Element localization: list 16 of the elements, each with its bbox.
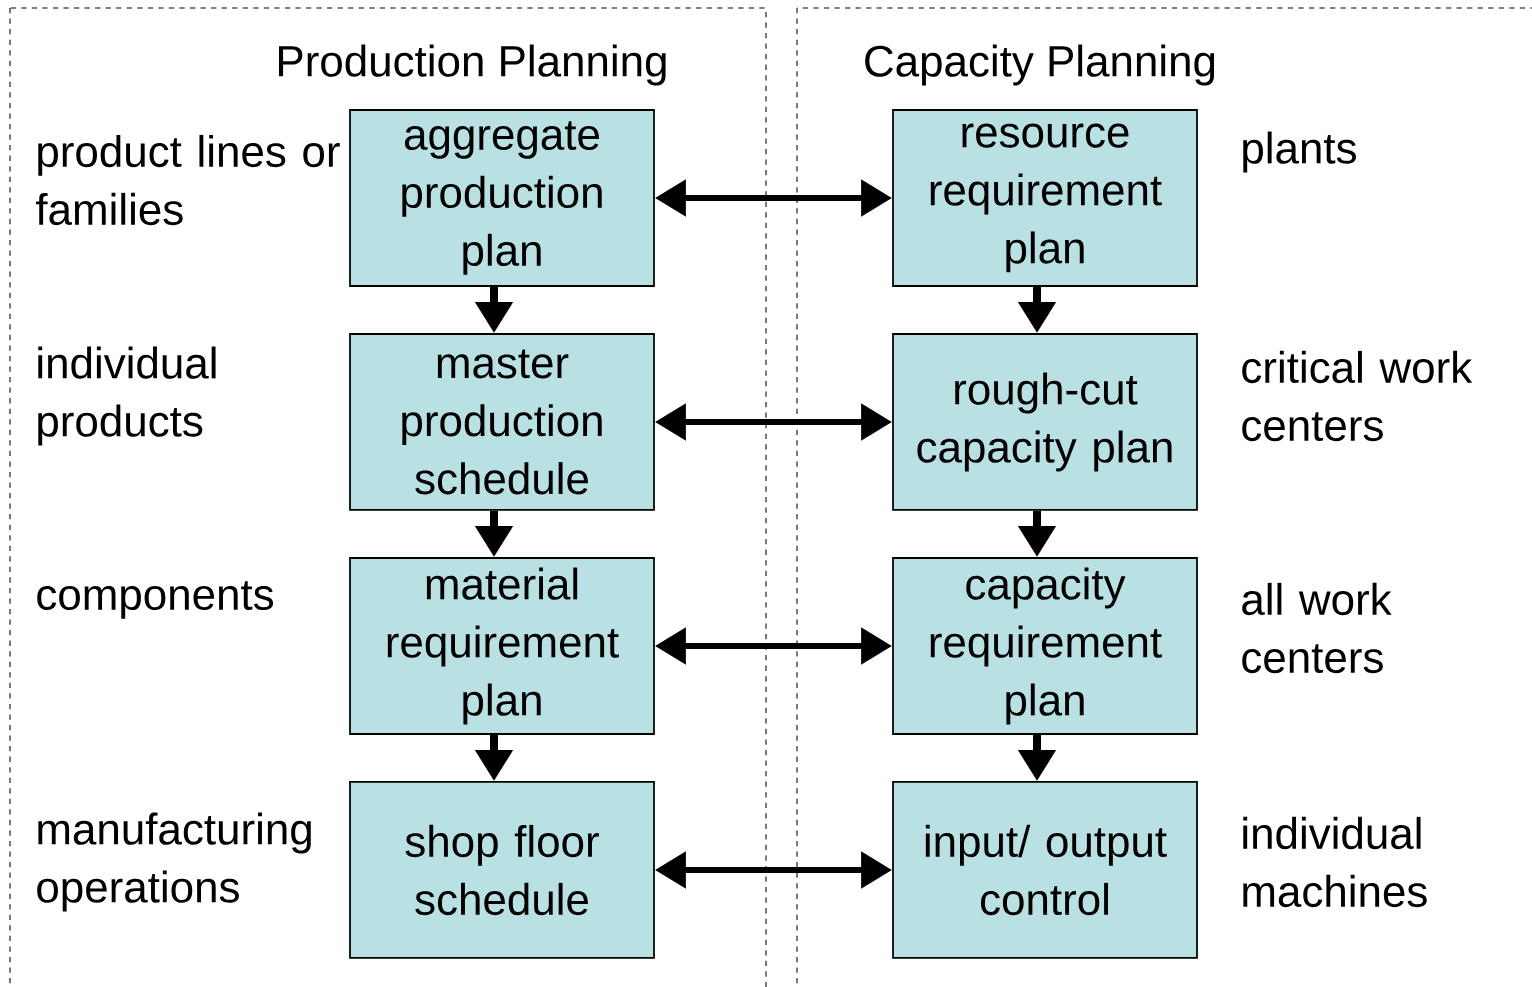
process-box: resource requirement plan — [892, 109, 1198, 287]
process-box: capacity requirement plan — [892, 557, 1198, 735]
side-label: components — [37, 581, 274, 619]
process-box: rough-cut capacity plan — [892, 333, 1198, 511]
side-label: plants — [1243, 131, 1356, 173]
process-box: aggregate production plan — [349, 109, 655, 287]
side-label: manufacturing operations — [37, 812, 311, 912]
process-box: input/ output control — [892, 781, 1198, 959]
side-label: individual products — [38, 346, 216, 446]
side-label: all work centers — [1242, 582, 1392, 674]
process-box: shop floor schedule — [349, 781, 655, 959]
process-box: master production schedule — [349, 333, 655, 511]
side-label: product lines or families — [36, 134, 340, 226]
side-label: individual machines — [1243, 816, 1427, 908]
process-box: material requirement plan — [349, 557, 655, 735]
side-label: critical work centers — [1242, 350, 1473, 442]
